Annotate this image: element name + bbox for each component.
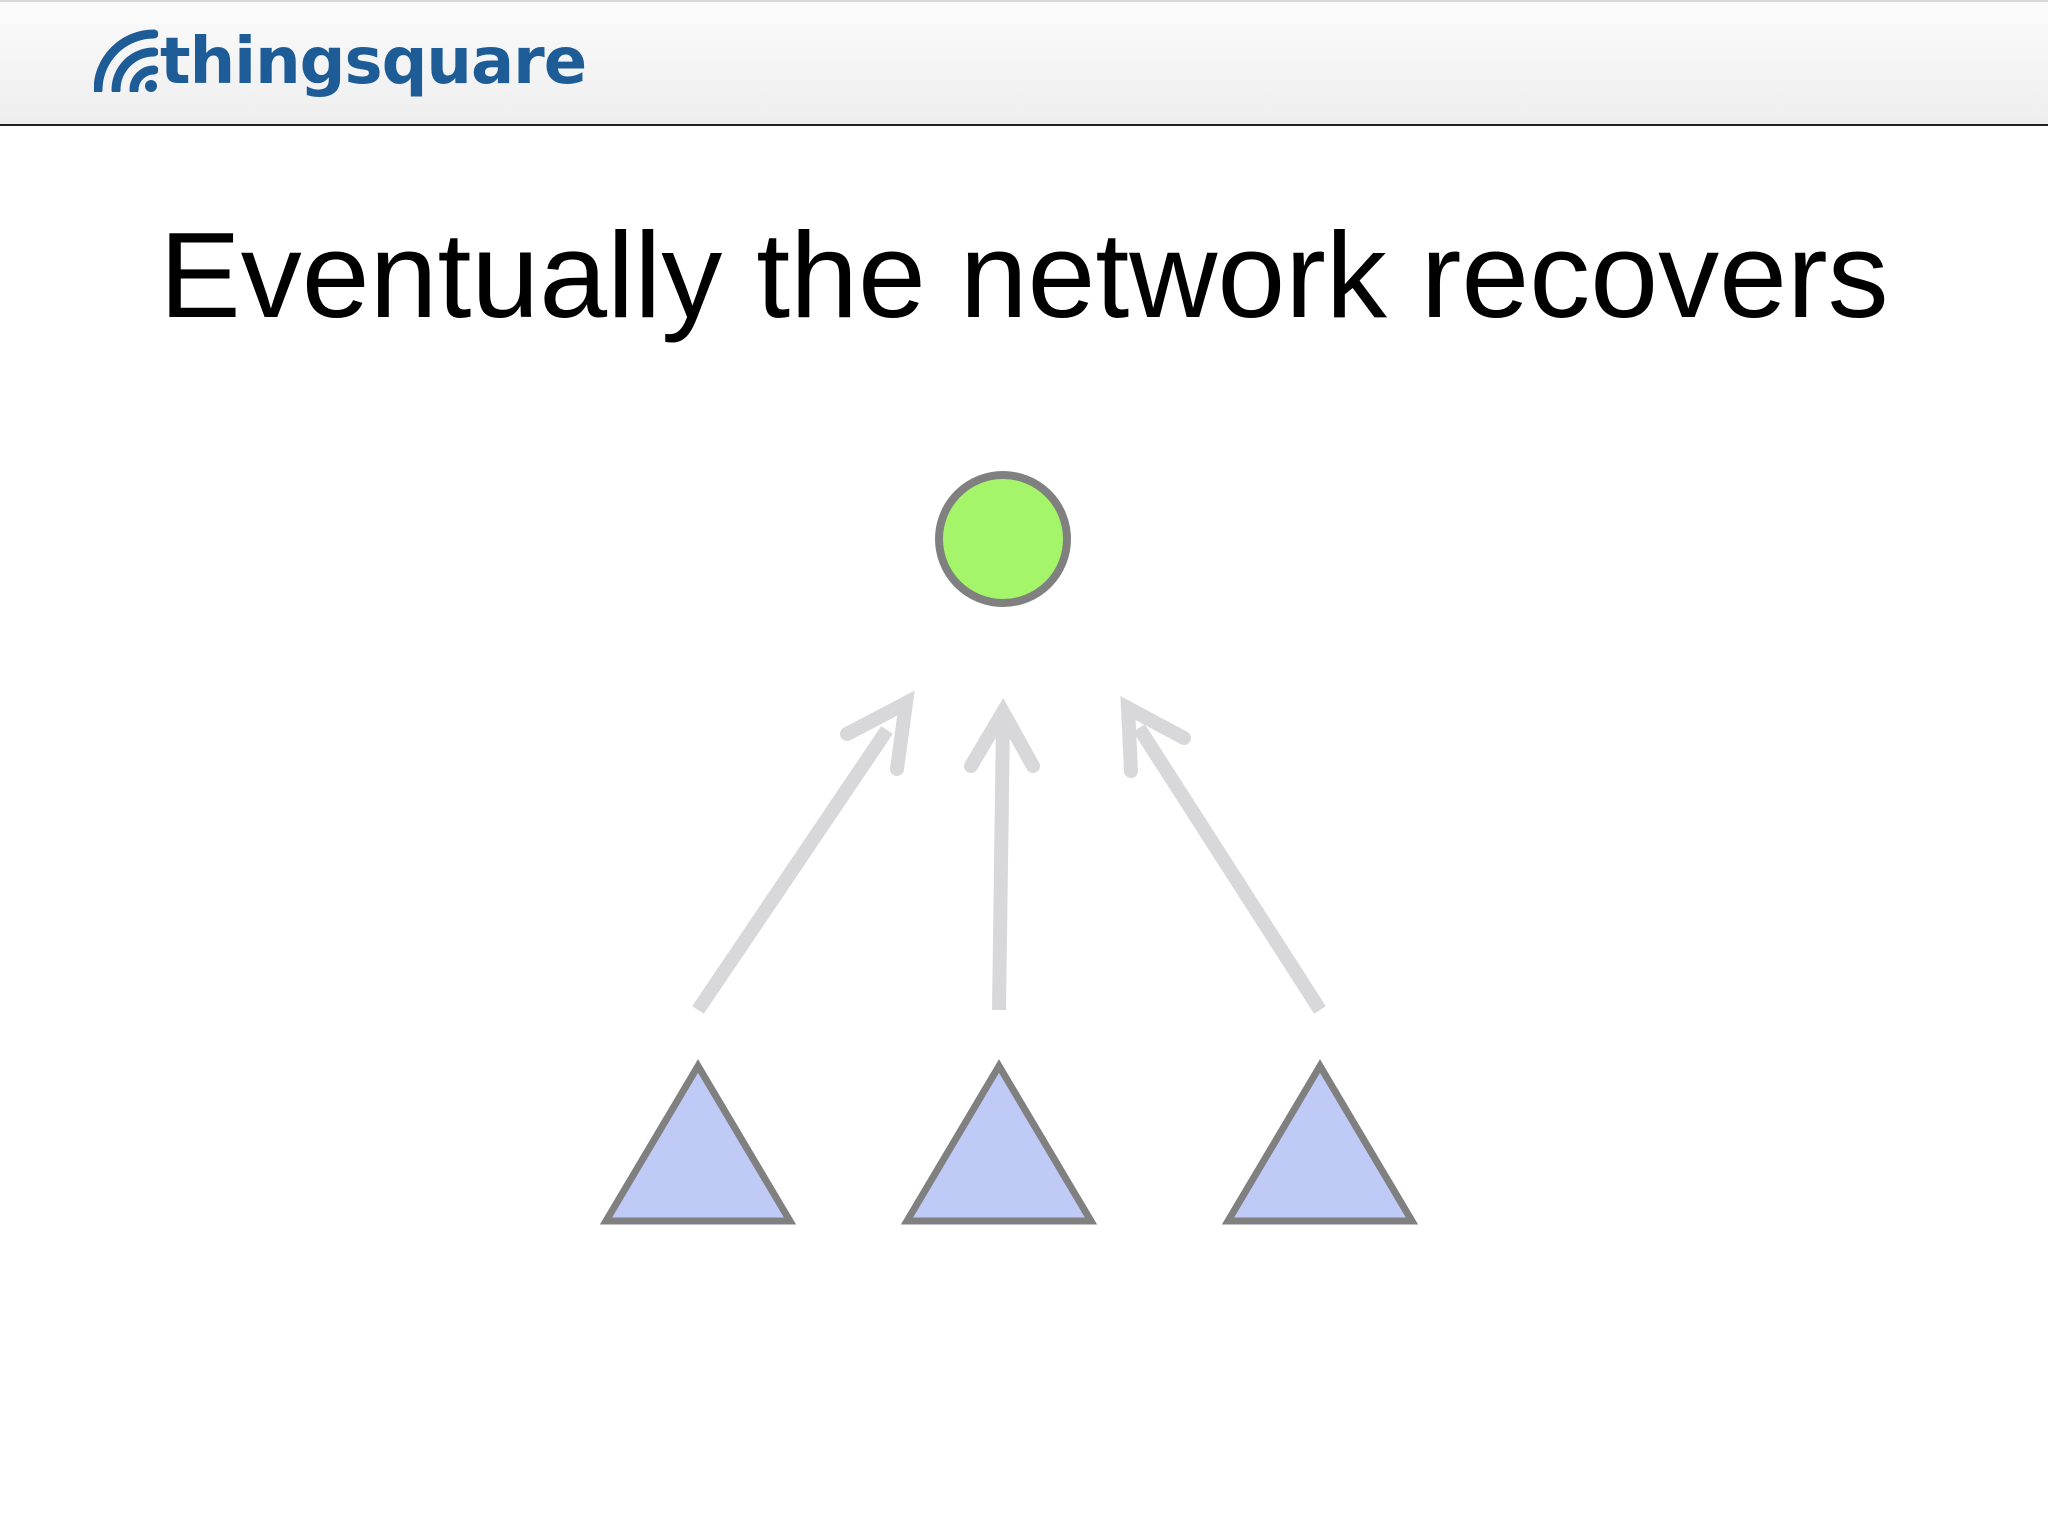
child-node-2 xyxy=(900,1059,1098,1225)
root-node xyxy=(935,471,1071,607)
arrow-head-right xyxy=(1120,695,1191,778)
link-arrow-left xyxy=(692,690,915,1014)
arrow-head-center xyxy=(964,697,1040,773)
child-node-3 xyxy=(1221,1059,1419,1225)
link-line-center xyxy=(992,719,1010,1011)
link-line-right xyxy=(1133,724,1326,1014)
link-line-left xyxy=(692,726,893,1014)
logo-text: thingsquare xyxy=(160,25,587,99)
slide-title: Eventually the network recovers xyxy=(159,207,1889,343)
thingsquare-logo: thingsquare xyxy=(94,25,587,106)
arrow-head-left xyxy=(840,690,915,776)
slide-header: thingsquare xyxy=(0,0,2048,126)
link-arrow-center xyxy=(964,697,1040,1011)
wireless-signal-icon xyxy=(94,29,158,92)
link-arrow-right xyxy=(1120,695,1326,1014)
child-node-1 xyxy=(599,1059,797,1225)
